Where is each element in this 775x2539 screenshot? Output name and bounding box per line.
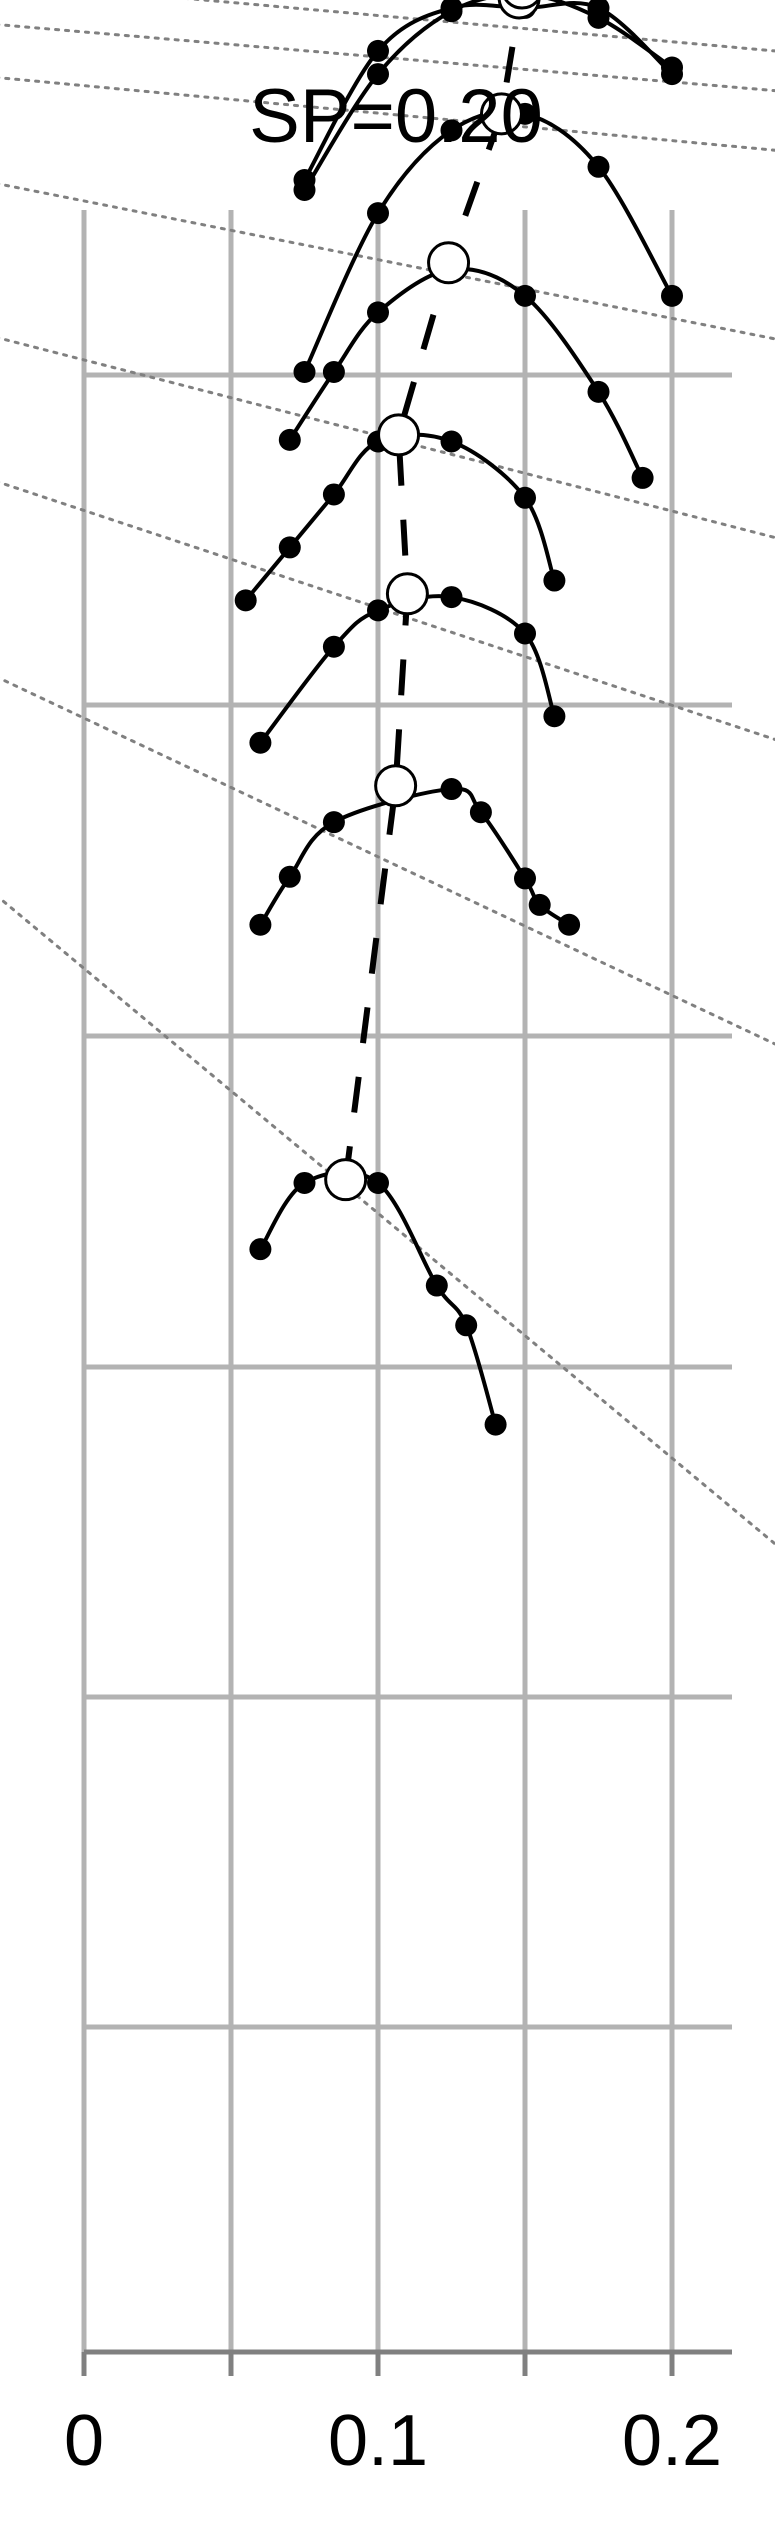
series-6-point-6 — [528, 893, 551, 916]
series-1-point-0 — [293, 169, 316, 192]
series-7-point-1 — [293, 1171, 316, 1194]
series-1-point-5 — [661, 63, 683, 86]
series-3-point-1 — [322, 361, 345, 383]
series-1-point-4 — [587, 0, 610, 19]
x-tick-label-2: 0.2 — [622, 2401, 722, 2481]
series-5-point-3 — [440, 586, 463, 609]
series-3-point-4 — [514, 284, 536, 307]
series-1-point-1 — [367, 39, 389, 62]
series-2-point-5 — [661, 284, 683, 307]
series-1-point-2 — [440, 0, 463, 19]
series-3-point-2 — [367, 301, 389, 324]
series-2-line — [302, 109, 674, 373]
series-7-point-2 — [367, 1171, 389, 1194]
series-6-point-4 — [469, 801, 492, 824]
series-6-point-7 — [558, 913, 581, 936]
series-3-point-5 — [587, 380, 610, 403]
axis-layer — [81, 2349, 732, 2376]
series-5-point-1 — [322, 635, 345, 658]
optimum-marker-7 — [324, 1158, 368, 1202]
optimum-layer — [324, 0, 541, 1202]
series-0-point-1 — [367, 63, 389, 86]
optimum-marker-4 — [377, 413, 421, 457]
optimum-line — [342, 0, 524, 1181]
series-5-point-4 — [514, 622, 536, 645]
series-6-point-5 — [514, 867, 536, 890]
series-1-line — [302, 0, 674, 182]
dotted-line-6 — [0, 676, 775, 1046]
series-4-point-1 — [278, 536, 301, 559]
series-6-point-0 — [249, 913, 272, 936]
series-5-point-5 — [543, 705, 566, 728]
series-6-point-3 — [440, 778, 463, 801]
dotted-line-7 — [0, 896, 775, 1546]
series-4-point-2 — [322, 483, 345, 506]
series-7-point-5 — [484, 1413, 507, 1436]
curves-layer — [234, 0, 683, 1436]
grid-layer — [81, 210, 732, 2352]
optimum-marker-2 — [479, 92, 523, 136]
series-4-point-4 — [440, 430, 463, 453]
series-4-point-5 — [514, 486, 536, 509]
series-5-point-2 — [367, 599, 389, 622]
dotted-line-3 — [0, 182, 775, 341]
optimum-marker-5 — [385, 572, 429, 616]
x-tick-label-0: 0 — [64, 2401, 104, 2481]
series-3-point-6 — [631, 466, 654, 489]
dotted-line-2 — [0, 76, 775, 152]
series-7-point-4 — [455, 1314, 478, 1337]
optimum-marker-6 — [374, 764, 418, 808]
series-3-point-0 — [278, 428, 301, 451]
x-tick-labels: 0 0.1 0.2 — [64, 2401, 722, 2481]
series-6-point-1 — [278, 865, 301, 888]
series-4-point-6 — [543, 569, 566, 592]
optimum-marker-3 — [427, 241, 471, 285]
series-4-point-0 — [234, 589, 257, 612]
series-7-point-0 — [249, 1238, 272, 1261]
series-7-point-3 — [425, 1274, 448, 1297]
series-2-point-1 — [367, 202, 389, 225]
series-2-point-4 — [587, 155, 610, 178]
series-2-point-0 — [293, 361, 316, 383]
dotted-line-0 — [187, 0, 775, 53]
series-5-point-0 — [249, 731, 272, 754]
x-tick-label-1: 0.1 — [328, 2401, 428, 2481]
chart-title: SP=0.20 — [249, 74, 543, 159]
optimum-marker-1 — [504, 0, 540, 10]
series-2-point-2 — [440, 119, 463, 142]
series-6-point-2 — [322, 811, 345, 834]
